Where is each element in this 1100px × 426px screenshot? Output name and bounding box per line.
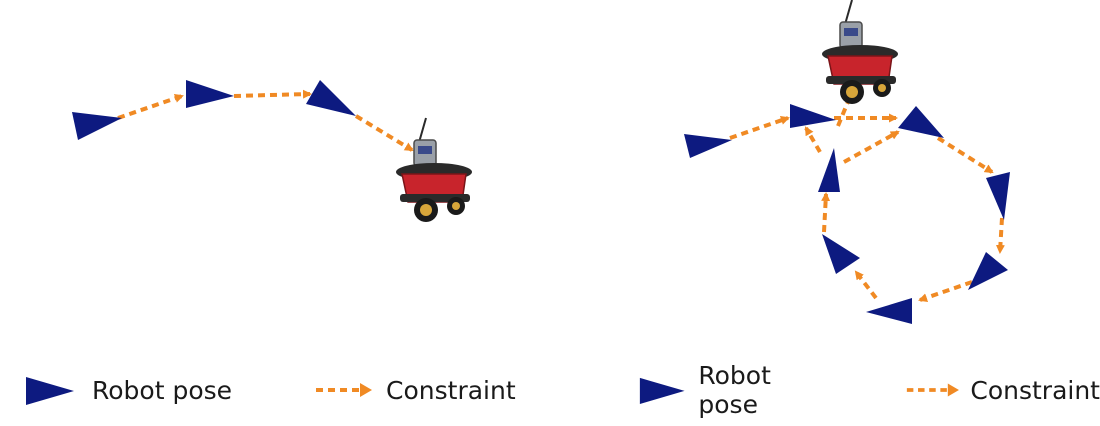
constraint-arrow — [843, 130, 900, 164]
constraint-arrow — [918, 280, 973, 302]
left-poses — [72, 80, 356, 140]
robot-pose — [684, 134, 732, 158]
legend-left: Robot pose Constraint — [24, 370, 516, 410]
robot-pose — [822, 234, 860, 274]
constraint-arrow — [854, 270, 878, 300]
robot-image-left — [395, 117, 473, 223]
navy-triangle-icon — [26, 377, 74, 405]
right-poses — [684, 104, 1010, 324]
legend-constraint-label: Constraint — [970, 375, 1100, 405]
robot-pose — [186, 80, 234, 108]
constraint-arrow — [804, 126, 822, 154]
legend-pose-label: Robot pose — [698, 361, 771, 419]
robot-image-right — [821, 0, 899, 105]
constraint-arrow — [354, 114, 414, 152]
navy-triangle-icon — [639, 377, 685, 404]
constraint-arrow — [117, 94, 184, 120]
legend-right: Robot pose Constraint — [638, 361, 1100, 419]
dashed-orange-arrow-icon — [316, 383, 373, 397]
right-constraints — [729, 90, 1005, 302]
robot-pose — [968, 252, 1008, 290]
robot-pose — [790, 104, 836, 128]
legend-constraint-label: Constraint — [386, 375, 516, 405]
constraint-arrow — [995, 217, 1005, 254]
constraint-arrow — [729, 116, 790, 140]
dashed-orange-arrow-icon — [906, 383, 959, 397]
robot-pose — [306, 80, 356, 116]
legend-pose-label: Robot pose — [92, 375, 233, 405]
robot-pose — [866, 298, 912, 324]
constraint-arrow — [936, 136, 994, 174]
robot-pose — [72, 112, 122, 140]
robot-pose — [986, 172, 1010, 220]
constraint-arrow — [821, 192, 831, 233]
left-constraints — [117, 89, 414, 152]
constraint-arrow — [233, 89, 312, 99]
robot-pose — [818, 148, 840, 192]
robot-pose — [898, 106, 944, 138]
